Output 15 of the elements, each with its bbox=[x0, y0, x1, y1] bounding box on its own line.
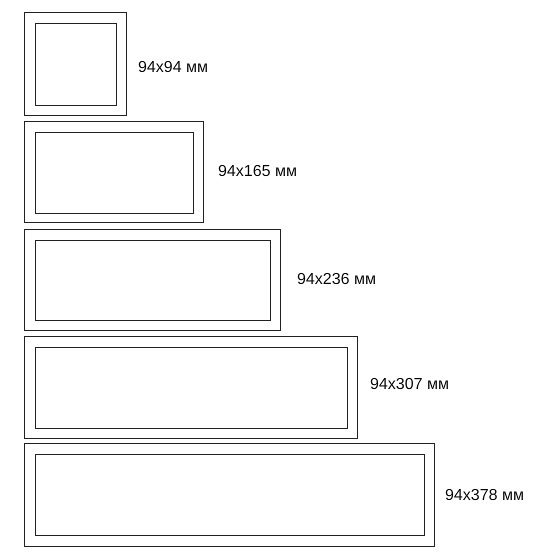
dimension-label: 94x94 мм bbox=[138, 58, 208, 78]
inner-frame-outline bbox=[35, 347, 348, 429]
frame-outline bbox=[24, 336, 358, 439]
frame-outline bbox=[24, 229, 281, 331]
inner-frame-outline bbox=[35, 132, 194, 214]
dimension-label: 94x378 мм bbox=[445, 486, 524, 506]
inner-frame-outline bbox=[35, 454, 425, 536]
frame-outline bbox=[24, 121, 204, 223]
inner-frame-outline bbox=[35, 23, 117, 106]
dimension-label: 94x165 мм bbox=[218, 162, 297, 182]
frame-outline bbox=[24, 443, 435, 547]
dimension-label: 94x236 мм bbox=[297, 270, 376, 290]
inner-frame-outline bbox=[35, 240, 271, 321]
frame-outline bbox=[24, 12, 127, 116]
dimension-label: 94x307 мм bbox=[370, 375, 449, 395]
